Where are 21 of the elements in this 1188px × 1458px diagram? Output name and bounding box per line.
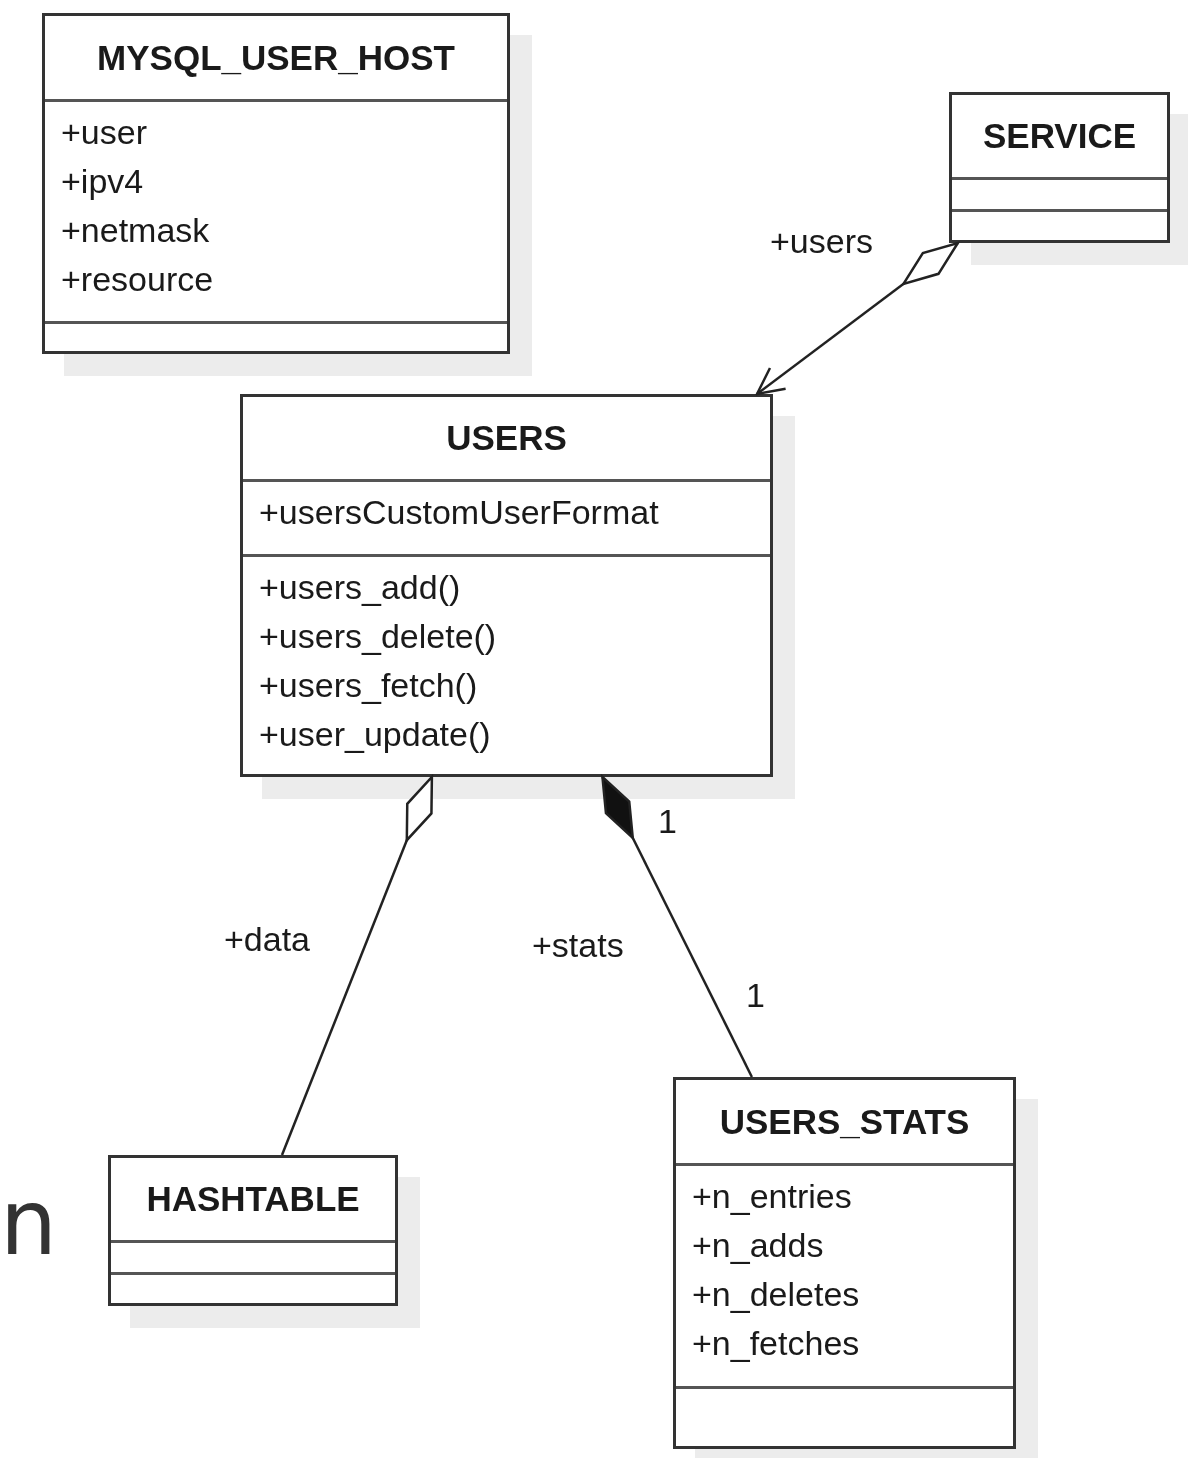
operation-text: +user_update() [259, 714, 492, 755]
attribute-text: +n_fetches [692, 1323, 861, 1364]
operation-text: +users_add() [259, 567, 462, 608]
association-line [601, 775, 753, 1078]
attribute-text: +user [61, 112, 148, 153]
association-line [755, 241, 960, 396]
attribute-text: +resource [61, 259, 215, 300]
class-name: MYSQL_USER_HOST [97, 37, 455, 78]
attribute-text: +n_deletes [692, 1274, 861, 1315]
attribute-text: +usersCustomUserFormat [259, 492, 660, 533]
attribute-text: +netmask [61, 210, 211, 251]
class-name: HASHTABLE [146, 1179, 360, 1219]
class-name: SERVICE [983, 116, 1136, 156]
operation-text: +users_fetch() [259, 665, 479, 706]
attribute-text: +ipv4 [61, 161, 145, 202]
operation-text: +users_delete() [259, 616, 498, 657]
association-line [280, 775, 434, 1156]
attribute-text: +n_adds [692, 1225, 825, 1266]
class-name: USERS [446, 418, 567, 458]
attribute-text: +n_entries [692, 1176, 853, 1217]
class-name: USERS_STATS [719, 1101, 970, 1142]
